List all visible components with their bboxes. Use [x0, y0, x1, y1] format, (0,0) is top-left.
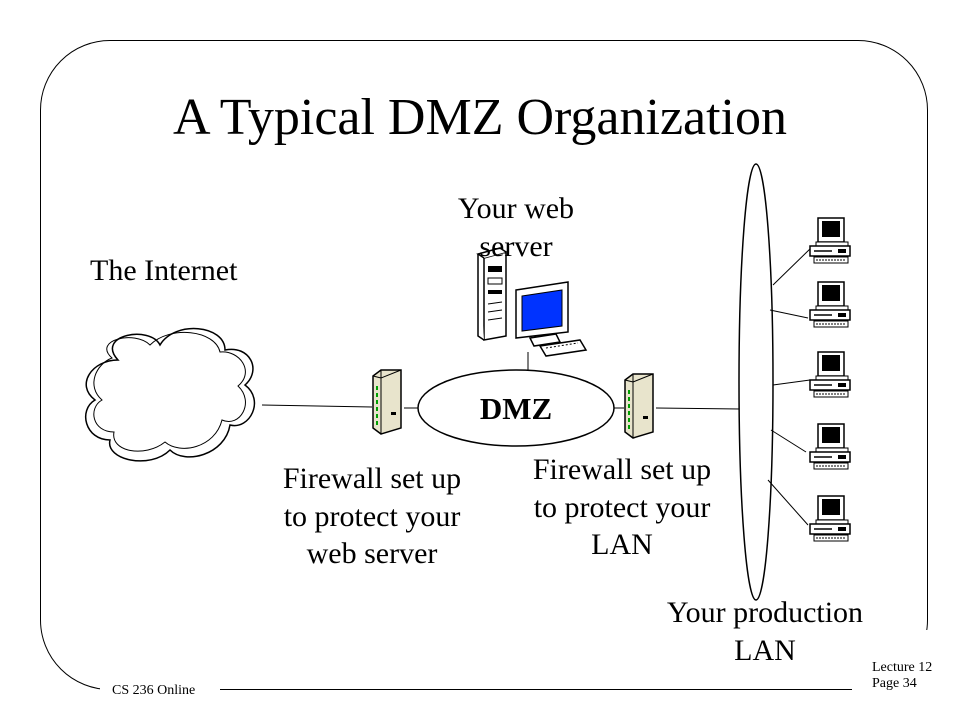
firewall-label-line: Firewall set up: [532, 453, 712, 486]
footer-page: Page 34: [872, 676, 917, 692]
firewall-icon: [624, 373, 654, 439]
firewall-label-line: web server: [306, 537, 438, 570]
frame-gap: [852, 630, 932, 700]
firewall-lan-label: Firewall set up to protect your LAN: [500, 451, 744, 564]
server-tower-icon: [476, 247, 507, 341]
dmz-ellipse: [417, 369, 615, 447]
production-lan-label: Your production LAN: [630, 594, 900, 669]
dmz-label: DMZ: [479, 391, 553, 426]
workstation-icon: [809, 423, 851, 470]
lan-backbone: [738, 163, 774, 601]
workstation-icon: [809, 495, 851, 542]
lan-links: [767, 246, 813, 526]
frame-gap: [100, 682, 220, 698]
internet-label: The Internet: [90, 254, 238, 287]
cloud-icon: [85, 327, 256, 462]
page-title: A Typical DMZ Organization: [173, 89, 787, 146]
link-firewall-lan: [655, 407, 741, 410]
workstation-icon: [809, 281, 851, 328]
monitor-icon: [515, 281, 588, 357]
workstation-icon: [809, 217, 851, 264]
firewall-label-line: LAN: [591, 528, 653, 561]
firewall-label-line: to protect your: [533, 490, 711, 524]
lan-label-line: Your production: [666, 596, 864, 629]
firewall-icon: [372, 369, 402, 435]
firewall-webserver-label: Firewall set up to protect your web serv…: [250, 460, 494, 573]
workstation-icon: [809, 351, 851, 398]
firewall-label-line: Firewall set up: [282, 462, 462, 495]
slide-frame: [40, 40, 928, 690]
web-server-label-line: server: [479, 229, 553, 263]
web-server-label-line: Your web: [457, 192, 575, 225]
link-internet-firewall: [261, 404, 373, 408]
footer-course: CS 236 Online: [112, 683, 196, 698]
footer-lecture-page: Lecture 12 Page 34: [872, 660, 932, 692]
footer-lecture: Lecture 12: [872, 660, 933, 675]
firewall-label-line: to protect your: [283, 499, 461, 533]
web-server-label: Your web server: [416, 190, 616, 265]
lan-label-line: LAN: [734, 633, 796, 667]
